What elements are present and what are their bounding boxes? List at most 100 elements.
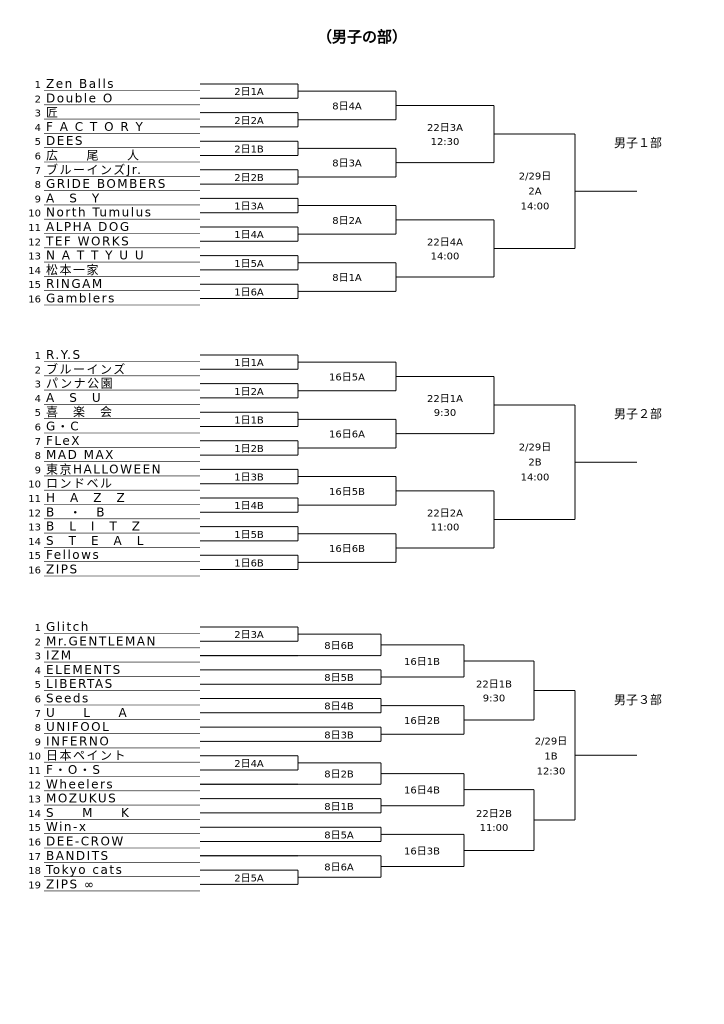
div1-seed-3: 3	[35, 109, 41, 120]
div3-r2-label: 8日6B	[324, 641, 354, 652]
div2-final-court: 2B	[528, 457, 541, 468]
div3-team: Win-x	[46, 820, 87, 834]
div2-team: パンナ公園	[46, 377, 114, 391]
div3-team: Tokyo cats	[45, 863, 123, 877]
page-title: （男子の部）	[317, 28, 407, 46]
div2-team: R.Y.S	[46, 348, 82, 362]
div1-semi-date: 22日3A	[427, 123, 463, 134]
div1-team: ALPHA DOG	[46, 220, 131, 234]
div2-seed-10: 10	[28, 480, 41, 491]
div3-final-date: 2/29日	[535, 736, 567, 747]
div3-seed-4: 4	[35, 666, 41, 677]
div1-seed-2: 2	[35, 94, 41, 105]
div1-semi-time: 12:30	[431, 137, 460, 148]
div3-team: DEE-CROW	[46, 835, 125, 849]
div3-team: BANDITS	[46, 849, 110, 863]
div2-r1-label: 1日6B	[234, 558, 264, 569]
div2-semi-date: 22日1A	[427, 394, 463, 405]
div1-team: Zen Balls	[46, 77, 115, 91]
div2-team: MAD MAX	[46, 448, 115, 462]
div3-r2-label: 8日2B	[324, 770, 354, 781]
div3-team: LIBERTAS	[46, 677, 114, 691]
div2-r1-label: 1日3B	[234, 473, 264, 484]
div3-seed-16: 16	[28, 838, 41, 849]
div1-team: N A T T Y U U	[46, 249, 145, 263]
div3-seed-1: 1	[35, 623, 41, 634]
div2-r1-label: 1日2A	[234, 387, 264, 398]
div2-team: 喜 楽 会	[46, 405, 114, 419]
div3-seed-3: 3	[35, 652, 41, 663]
div3-seed-14: 14	[28, 809, 41, 820]
div1-r1-label: 2日1A	[234, 87, 264, 98]
div3-seed-19: 19	[28, 880, 41, 891]
div1-r2-label: 8日1A	[332, 273, 362, 284]
div2-seed-7: 7	[35, 437, 41, 448]
div2-seed-2: 2	[35, 365, 41, 376]
div1-seed-16: 16	[28, 295, 41, 306]
div3-team: ELEMENTS	[46, 663, 122, 677]
div3-r2-label: 8日3B	[324, 730, 354, 741]
div2-team: ZIPS	[46, 563, 79, 577]
div3-r2-label: 8日5B	[324, 673, 354, 684]
div2-seed-14: 14	[28, 537, 41, 548]
div1-team: ブルーインズJr.	[46, 162, 142, 177]
div1-seed-5: 5	[35, 137, 41, 148]
div1-team: A S Y	[46, 191, 101, 205]
div3-r2-label: 8日4B	[324, 702, 354, 713]
div1-r1-label: 1日5A	[234, 259, 264, 270]
div1-r2-label: 8日4A	[332, 101, 362, 112]
div3-seed-7: 7	[35, 709, 41, 720]
div1-seed-9: 9	[35, 194, 41, 205]
div3-team: UNIFOOL	[46, 720, 110, 734]
div3-seed-2: 2	[35, 637, 41, 648]
div3-r1-label: 2日3A	[234, 630, 264, 641]
div3-r3-label: 16日4B	[404, 786, 440, 797]
div2-r2-label: 16日6A	[329, 430, 365, 441]
div3-r2-label: 8日1B	[324, 802, 354, 813]
div3-seed-17: 17	[28, 852, 41, 863]
div1-r1-label: 1日4A	[234, 230, 264, 241]
div2-final-time: 14:00	[521, 472, 550, 483]
div1-team: 松本一家	[46, 262, 100, 277]
div3-final-court: 1B	[544, 751, 557, 762]
div1-seed-6: 6	[35, 152, 41, 163]
div2-r2-label: 16日5B	[329, 487, 365, 498]
div1-seed-12: 12	[28, 237, 41, 248]
div1-final-court: 2A	[528, 186, 541, 197]
div3-team: U L A	[46, 706, 128, 720]
div2-team: ブルーインズ	[46, 361, 127, 376]
div1-team: 匠	[46, 106, 60, 120]
div2-semi-time: 9:30	[434, 408, 456, 419]
div3-team: Wheelers	[46, 777, 114, 791]
div3-seed-8: 8	[35, 723, 41, 734]
div2-final-date: 2/29日	[519, 442, 551, 453]
div1-team: RINGAM	[46, 277, 104, 291]
div2-seed-16: 16	[28, 566, 41, 577]
div2-r1-label: 1日2B	[234, 444, 264, 455]
div1-team: North Tumulus	[46, 206, 152, 220]
div1-team: Gamblers	[46, 292, 116, 306]
div3-team: F・O・S	[46, 763, 101, 777]
div2-r2-label: 16日6B	[329, 544, 365, 555]
div3-division-name: 男子３部	[614, 692, 662, 707]
div1-r1-label: 1日3A	[234, 202, 264, 213]
div1-seed-7: 7	[35, 166, 41, 177]
div1-semi-date: 22日4A	[427, 237, 463, 248]
div2-r1-label: 1日1B	[234, 415, 264, 426]
div1-team: F A C T O R Y	[46, 120, 144, 134]
div3-r1-label: 2日5A	[234, 873, 264, 884]
div3-r3-label: 16日1B	[404, 657, 440, 668]
div2-seed-9: 9	[35, 465, 41, 476]
div2-team: Fellows	[46, 548, 100, 562]
div2-team: ロンドベル	[46, 477, 114, 491]
div1-team: DEES	[46, 134, 84, 148]
div2-team: S T E A L	[46, 534, 145, 548]
div2-seed-8: 8	[35, 451, 41, 462]
div1-semi-time: 14:00	[431, 251, 460, 262]
div2-r2-label: 16日5A	[329, 372, 365, 383]
div2-division-name: 男子２部	[614, 406, 662, 421]
div3-seed-18: 18	[28, 866, 41, 877]
div2-seed-15: 15	[28, 551, 41, 562]
div3-team: MOZUKUS	[46, 792, 117, 806]
